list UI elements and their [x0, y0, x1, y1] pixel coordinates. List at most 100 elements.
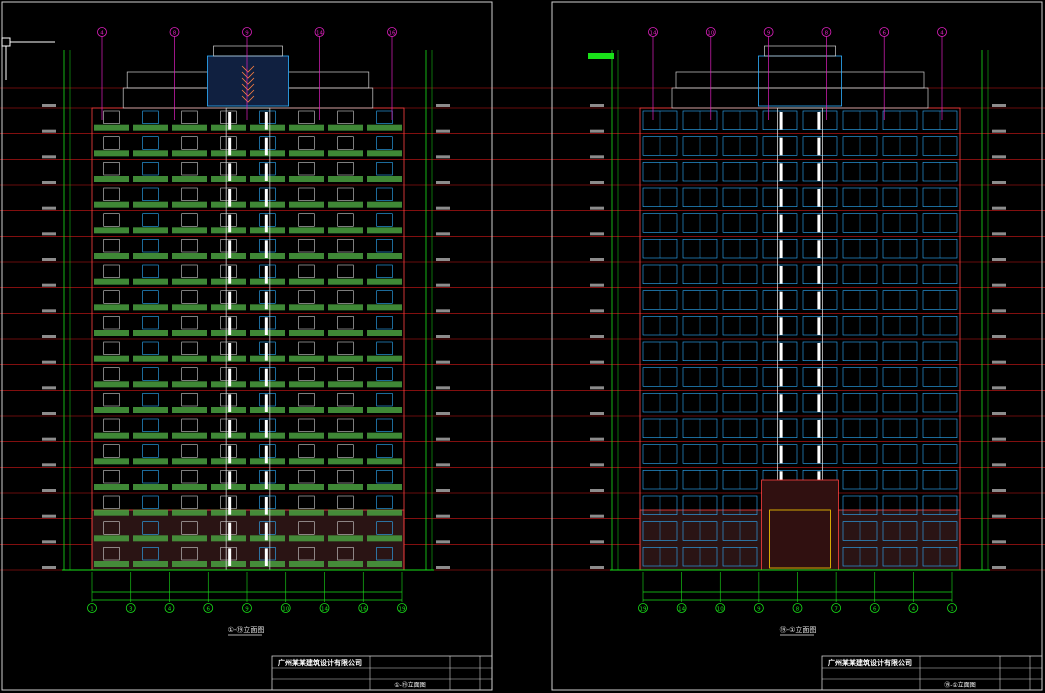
tag-bubble [937, 27, 947, 37]
window [298, 495, 315, 509]
window [376, 547, 393, 561]
balcony-rail [133, 407, 168, 413]
level-mark [436, 181, 450, 184]
balcony-rail [133, 124, 168, 131]
level-mark [436, 335, 450, 338]
chevron-ornament [241, 89, 255, 97]
company-name: 广州某某建筑设计有限公司 [828, 658, 912, 667]
window [376, 136, 393, 150]
stair-tower-cap [213, 45, 283, 57]
balcony-rail [172, 304, 207, 311]
balcony-rail [289, 304, 324, 311]
balcony-rail [133, 330, 168, 336]
title-block-frame [271, 655, 493, 691]
stair-tower [207, 55, 289, 107]
title-block-frame [821, 655, 1043, 691]
core-slit [264, 266, 268, 284]
level-mark [590, 437, 604, 441]
core-slit [779, 317, 783, 335]
core-slit [228, 343, 232, 361]
axis-bubble [638, 603, 648, 613]
window [181, 239, 198, 253]
balcony-rail [172, 458, 207, 465]
window [142, 341, 159, 355]
level-mark [590, 514, 604, 518]
balcony-rail [94, 509, 129, 516]
balcony-rail [133, 561, 168, 567]
core-slit [779, 266, 783, 284]
core-slit [264, 420, 268, 438]
axis-bubble [947, 603, 957, 613]
balcony-rail [94, 150, 129, 157]
sheet-border [551, 1, 1043, 691]
window [337, 162, 354, 176]
balcony-rail [328, 201, 363, 208]
core-slit [264, 343, 268, 361]
window [103, 110, 120, 124]
window [337, 341, 354, 355]
axis-bubble [164, 603, 175, 613]
window [298, 367, 315, 381]
window [376, 418, 393, 432]
axis-bubble [869, 603, 880, 613]
level-mark [42, 283, 56, 287]
level-mark [436, 232, 450, 236]
level-mark [590, 104, 604, 107]
core-slit [817, 368, 821, 387]
window [376, 162, 393, 176]
balcony-rail [133, 535, 168, 542]
level-mark [590, 206, 604, 210]
stair-tower-cap [764, 45, 836, 57]
balcony-rail [328, 484, 363, 490]
window [298, 341, 315, 355]
window [142, 316, 159, 330]
window [142, 521, 159, 535]
level-mark [42, 206, 56, 210]
level-mark [992, 463, 1006, 467]
axis-bubble [831, 603, 842, 613]
core-slit [228, 548, 232, 566]
tag-label: 10 [707, 31, 714, 37]
balcony-rail [367, 124, 402, 131]
balcony-rail [133, 253, 168, 259]
window [181, 393, 198, 407]
core-slit [264, 497, 268, 515]
level-mark [42, 489, 56, 492]
window [103, 393, 120, 407]
core-slit [228, 137, 232, 156]
axis-label: 6 [207, 607, 211, 613]
window [103, 264, 120, 278]
level-mark [436, 540, 450, 544]
axis-bubble [87, 603, 97, 613]
balcony-rail [328, 381, 363, 388]
axis-bubble [792, 603, 803, 613]
building-facade-front [42, 45, 450, 571]
axis-bubble [125, 603, 136, 613]
balcony-rail [289, 330, 324, 336]
level-mark [436, 412, 450, 415]
balcony-rail [94, 407, 129, 413]
level-mark [992, 386, 1006, 390]
window [298, 316, 315, 330]
core-slit [779, 343, 783, 361]
window [181, 110, 198, 124]
core-slit [817, 112, 821, 130]
level-mark [436, 206, 450, 210]
balcony-rail [289, 150, 324, 157]
balcony-rail [367, 355, 402, 362]
axis-label: 14 [321, 607, 328, 613]
balcony-rail [94, 561, 129, 567]
tag-bubble [387, 27, 397, 37]
balcony-rail [367, 484, 402, 490]
window [103, 521, 120, 535]
level-mark [42, 104, 56, 107]
window [298, 136, 315, 150]
balcony-rail [367, 201, 402, 208]
balcony-rail [94, 458, 129, 465]
drawing-title: ①-⑲立面图 [394, 681, 426, 689]
balcony-rail [367, 458, 402, 465]
window [181, 213, 198, 227]
axis-label: 16 [360, 607, 367, 613]
balcony-rail [328, 124, 363, 131]
